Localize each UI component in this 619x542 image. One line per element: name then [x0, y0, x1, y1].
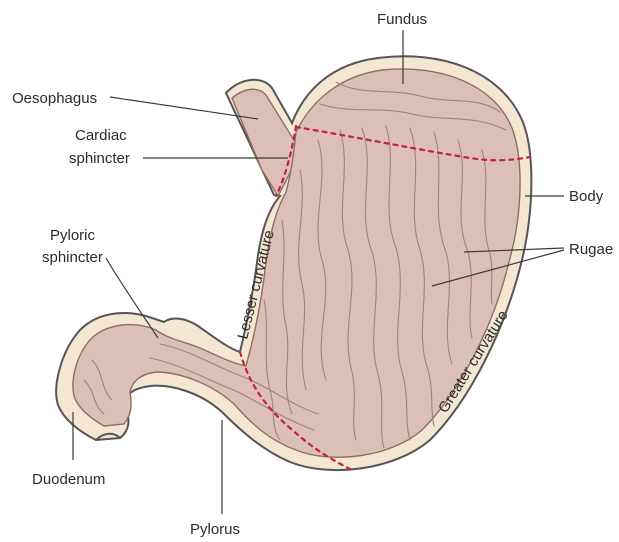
- label-fundus: Fundus: [377, 11, 427, 28]
- label-rugae: Rugae: [569, 241, 613, 258]
- label-body: Body: [569, 188, 604, 205]
- label-cardiac-line1: Cardiac: [75, 127, 127, 144]
- label-pylorus: Pylorus: [190, 521, 240, 538]
- label-duodenum: Duodenum: [32, 471, 105, 488]
- label-cardiac-line2: sphincter: [69, 150, 130, 167]
- label-pyloric-line2: sphincter: [42, 249, 103, 266]
- label-oesophagus: Oesophagus: [12, 90, 97, 107]
- label-pyloric-line1: Pyloric: [50, 227, 96, 244]
